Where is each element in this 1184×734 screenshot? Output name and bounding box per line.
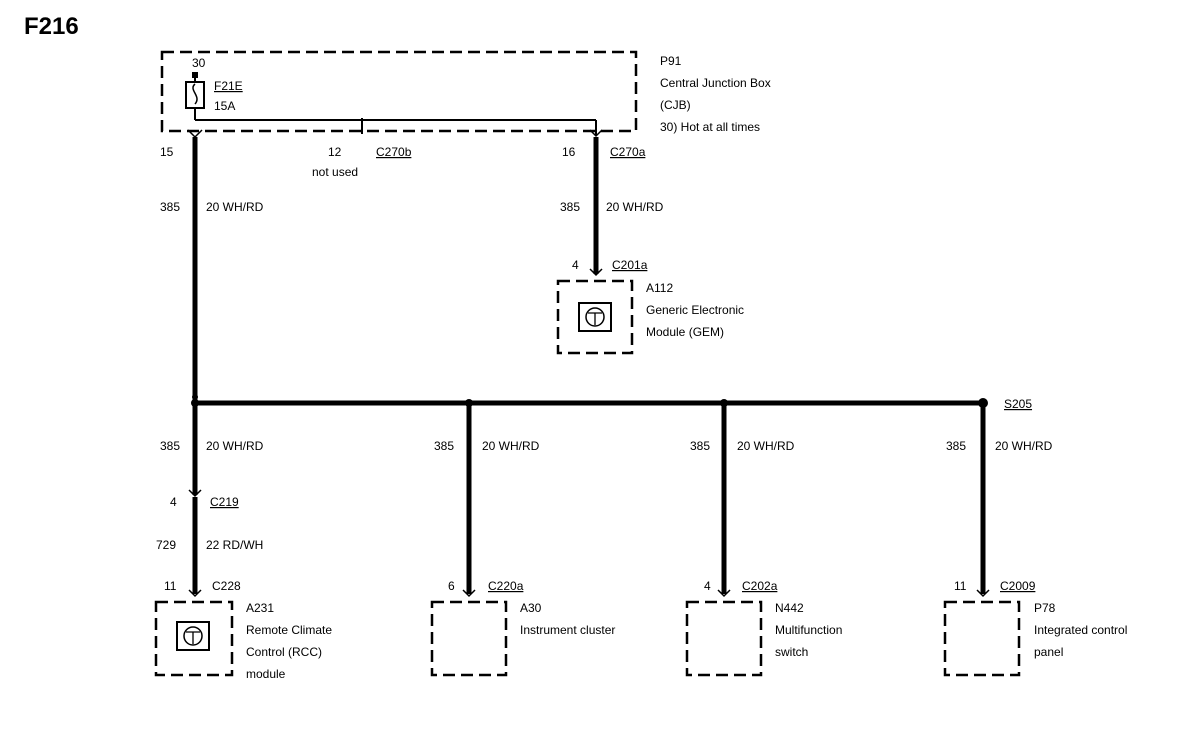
rcc-name-line3: module (246, 667, 286, 681)
icp-connector: C2009 (1000, 579, 1036, 593)
mfs-name-line2: switch (775, 645, 808, 659)
mfs-box (685, 600, 763, 677)
fuse-terminal (192, 72, 198, 78)
rcc-wire-spec: 22 RD/WH (206, 538, 263, 552)
cjb-name-line1: Central Junction Box (660, 76, 771, 90)
page-title: F216 (24, 13, 79, 40)
c219-pin: 4 (170, 495, 177, 509)
cjb-name-line2: (CJB) (660, 98, 691, 112)
c202a-connector-mark (717, 589, 731, 598)
gem-connector: C201a (612, 258, 648, 272)
rcc-wire-circuit: 729 (156, 538, 176, 552)
c201a-connector-mark (589, 268, 603, 277)
icp-branch-circuit: 385 (946, 439, 966, 453)
icp-box (943, 600, 1021, 677)
ic-ref: A30 (520, 601, 542, 615)
fuse-element (192, 83, 198, 105)
c270a-pin: 16 (562, 145, 576, 159)
icp-name-line1: Integrated control (1034, 623, 1127, 637)
mfs-pin: 4 (704, 579, 711, 593)
cjb-ref: P91 (660, 54, 682, 68)
cjb-box (160, 50, 638, 133)
rcc-connector: C228 (212, 579, 241, 593)
gem-module-icon-circle (585, 307, 605, 327)
icp-branch-spec: 20 WH/RD (995, 439, 1053, 453)
splice-label: S205 (1004, 397, 1032, 411)
c270b-label: C270b (376, 145, 412, 159)
rcc-name-line1: Remote Climate (246, 623, 332, 637)
c270a-connector-mark (589, 129, 603, 138)
rcc-module-icon (176, 621, 210, 651)
fuse-rating: 15A (214, 99, 235, 113)
fuse-name: F21E (214, 79, 243, 93)
main-wire-spec: 20 WH/RD (206, 200, 264, 214)
rcc-pin: 11 (164, 579, 177, 593)
gem-pin: 4 (572, 258, 579, 272)
main-wire-junction (192, 394, 198, 400)
rcc-module-icon-circle (183, 626, 203, 646)
gem-wire-circuit: 385 (560, 200, 580, 214)
c270b-pin15: 15 (160, 145, 174, 159)
icp-ref: P78 (1034, 601, 1056, 615)
icp-pin: 11 (954, 579, 967, 593)
gem-name-line1: Generic Electronic (646, 303, 744, 317)
rcc-name-line2: Control (RCC) (246, 645, 322, 659)
gem-name-line2: Module (GEM) (646, 325, 724, 339)
gem-module-icon-mark (588, 312, 602, 325)
mfs-connector: C202a (742, 579, 778, 593)
cjb-hot-note: 30) Hot at all times (660, 120, 760, 134)
c270b-pin12: 12 (328, 145, 342, 159)
cjb-pin-label: 30 (192, 56, 206, 70)
mfs-branch-circuit: 385 (690, 439, 710, 453)
c219-connector-mark (188, 489, 202, 498)
ic-branch-circuit: 385 (434, 439, 454, 453)
gem-wire-spec: 20 WH/RD (606, 200, 664, 214)
gem-ref: A112 (646, 281, 673, 295)
c270a-label: C270a (610, 145, 646, 159)
rcc-box (154, 600, 234, 677)
mfs-ref: N442 (775, 601, 804, 615)
gem-box (556, 279, 634, 355)
mfs-name-line1: Multifunction (775, 623, 842, 637)
rcc-branch-circuit: 385 (160, 439, 180, 453)
rcc-ref: A231 (246, 601, 274, 615)
c2009-connector-mark (976, 589, 990, 598)
ic-name-line1: Instrument cluster (520, 623, 615, 637)
c220a-connector-mark (462, 589, 476, 598)
fuse-icon (185, 81, 205, 109)
main-wire-circuit: 385 (160, 200, 180, 214)
c228-connector-mark (188, 589, 202, 598)
ic-pin: 6 (448, 579, 455, 593)
gem-module-icon (578, 302, 612, 332)
rcc-branch-spec: 20 WH/RD (206, 439, 264, 453)
c270b-not-used: not used (312, 165, 358, 179)
rcc-module-icon-mark (186, 631, 200, 644)
mfs-branch-spec: 20 WH/RD (737, 439, 795, 453)
c219-label: C219 (210, 495, 239, 509)
icp-name-line2: panel (1034, 645, 1063, 659)
ic-box (430, 600, 508, 677)
ic-connector: C220a (488, 579, 524, 593)
ic-branch-spec: 20 WH/RD (482, 439, 540, 453)
